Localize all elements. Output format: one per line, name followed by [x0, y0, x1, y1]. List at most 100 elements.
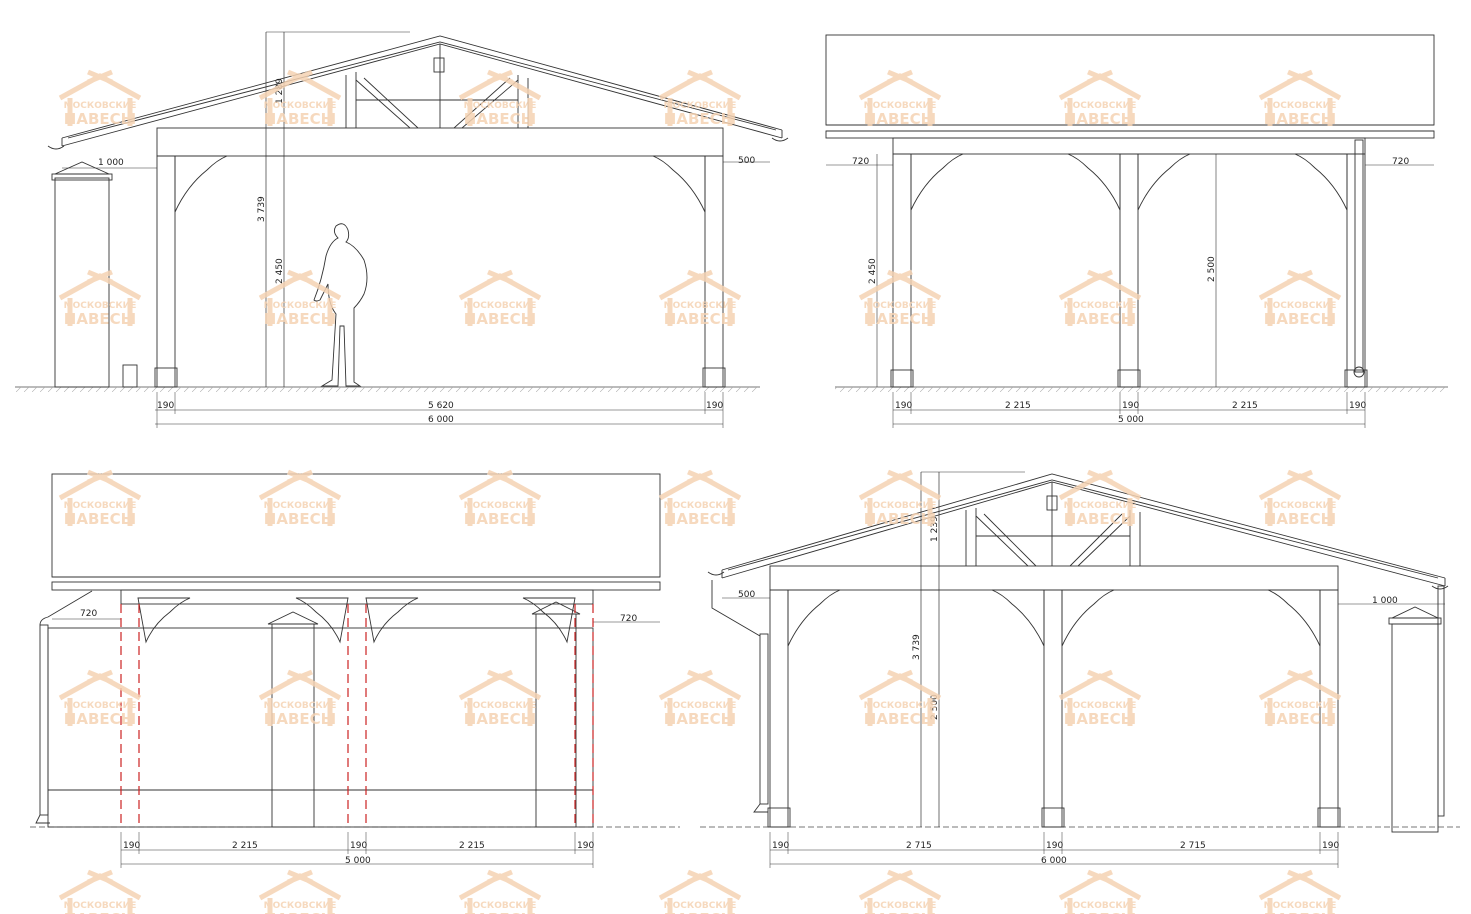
dim-side-right-eave-height: 2 500 [1207, 256, 1217, 282]
bracket-left [174, 155, 228, 213]
watermark-text-line2: НАВЕСЫ [264, 710, 336, 728]
side-beam [892, 137, 1366, 155]
watermark-roof-icon [458, 669, 542, 726]
dim-front-overhang-right: 500 [738, 156, 755, 166]
watermark-roof-icon [258, 69, 342, 126]
watermark-text-line1: МОСКОВСКИЕ [1264, 101, 1337, 111]
rear-beam [769, 565, 1339, 591]
watermark-text-line2: НАВЕСЫ [64, 110, 136, 128]
watermark-roof-icon [58, 69, 142, 126]
dim-side-right-clear-height: 2 450 [868, 258, 878, 284]
watermark-text-line2: НАВЕСЫ [1264, 910, 1336, 914]
watermark-text-line2: НАВЕСЫ [264, 910, 336, 914]
watermark-text-line1: МОСКОВСКИЕ [64, 701, 137, 711]
watermark-text-line2: НАВЕСЫ [1064, 710, 1136, 728]
dim-rear-bay-2: 2 715 [1180, 841, 1206, 851]
watermark-text-line2: НАВЕСЫ [664, 310, 736, 328]
dim-side-right-bay-2: 2 215 [1232, 401, 1258, 411]
dim-side-left-bay-2: 2 215 [459, 841, 485, 851]
dim-side-right-post-3: 190 [1349, 401, 1366, 411]
watermark-roof-icon [858, 69, 942, 126]
dim-front-overall: 6 000 [428, 415, 454, 425]
front-view-dims: 1 000 500 3 739 1 289 2 450 190 5 620 19… [98, 78, 755, 425]
watermark-roof-icon [458, 69, 542, 126]
watermark-text-line1: МОСКОВСКИЕ [864, 701, 937, 711]
dim-rear-bay-1: 2 715 [906, 841, 932, 851]
watermark-text-line2: НАВЕСЫ [264, 310, 336, 328]
watermark-text-line2: НАВЕСЫ [1064, 510, 1136, 528]
watermark-roof-icon [1258, 469, 1342, 526]
watermark-text-line2: НАВЕСЫ [1264, 510, 1336, 528]
watermark-text-line1: МОСКОВСКИЕ [1064, 901, 1137, 911]
watermark-text-line2: НАВЕСЫ [64, 510, 136, 528]
watermark-roof-icon [58, 269, 142, 326]
watermark-roof-icon [1258, 869, 1342, 914]
watermark-text-line1: МОСКОВСКИЕ [1264, 701, 1337, 711]
watermark-roof-icon [58, 669, 142, 726]
watermark-text-line2: НАВЕСЫ [664, 510, 736, 528]
watermark-roof-icon [1258, 69, 1342, 126]
side-left-view [30, 473, 680, 868]
watermark-text-line2: НАВЕСЫ [464, 710, 536, 728]
dim-front-total-height: 3 739 [257, 196, 267, 222]
dim-side-left-bay-1: 2 215 [232, 841, 258, 851]
dim-front-post-left: 190 [157, 401, 174, 411]
watermark-text-line2: НАВЕСЫ [664, 710, 736, 728]
rear-view [700, 471, 1460, 868]
watermark-text-line1: МОСКОВСКИЕ [64, 101, 137, 111]
watermark-text-line1: МОСКОВСКИЕ [264, 101, 337, 111]
watermark-text-line1: МОСКОВСКИЕ [664, 701, 737, 711]
dim-rear-overhang-left: 500 [738, 590, 755, 600]
dim-rear-post-1: 190 [772, 841, 789, 851]
watermark-roof-icon [658, 669, 742, 726]
watermark-text-line1: МОСКОВСКИЕ [1064, 501, 1137, 511]
rear-roof-outline [721, 473, 1446, 579]
rear-view-dims: 500 1 000 1 239 3 739 2 500 190 2 715 19… [738, 516, 1398, 866]
watermark-text-line1: МОСКОВСКИЕ [264, 701, 337, 711]
watermark-text-line1: МОСКОВСКИЕ [864, 301, 937, 311]
watermark-roof-icon [258, 669, 342, 726]
watermark-text-line2: НАВЕСЫ [664, 910, 736, 914]
dim-rear-overhang-right: 1 000 [1372, 596, 1398, 606]
side-right-dims: 720 720 2 450 2 500 190 2 215 190 2 215 … [852, 157, 1409, 425]
lamp-base [122, 364, 138, 388]
watermark-text-line2: НАВЕСЫ [864, 510, 936, 528]
dim-side-right-bay-1: 2 215 [1005, 401, 1031, 411]
watermark-text-line1: МОСКОВСКИЕ [1264, 501, 1337, 511]
watermark-roof-icon [658, 69, 742, 126]
watermark-text-line1: МОСКОВСКИЕ [664, 101, 737, 111]
watermark-text-line1: МОСКОВСКИЕ [1264, 301, 1337, 311]
watermark-text-line1: МОСКОВСКИЕ [864, 501, 937, 511]
watermark-text-line1: МОСКОВСКИЕ [1264, 901, 1337, 911]
watermark-text-line1: МОСКОВСКИЕ [64, 301, 137, 311]
post-3 [1346, 153, 1366, 388]
watermark-text-line1: МОСКОВСКИЕ [1064, 701, 1137, 711]
watermark-roof-icon [858, 469, 942, 526]
dim-front-ridge-height: 1 289 [275, 78, 285, 104]
watermark-text-line2: НАВЕСЫ [64, 910, 136, 914]
watermark-text-line2: НАВЕСЫ [864, 110, 936, 128]
dim-side-left-post-3: 190 [577, 841, 594, 851]
dim-front-overhang-left: 1 000 [98, 158, 124, 168]
watermark-text-line1: МОСКОВСКИЕ [264, 901, 337, 911]
side-left-dims: 720 720 190 2 215 190 2 215 190 5 000 [80, 609, 637, 866]
person-silhouette [313, 223, 368, 387]
bracket-right [652, 155, 706, 213]
watermark-roof-icon [858, 269, 942, 326]
